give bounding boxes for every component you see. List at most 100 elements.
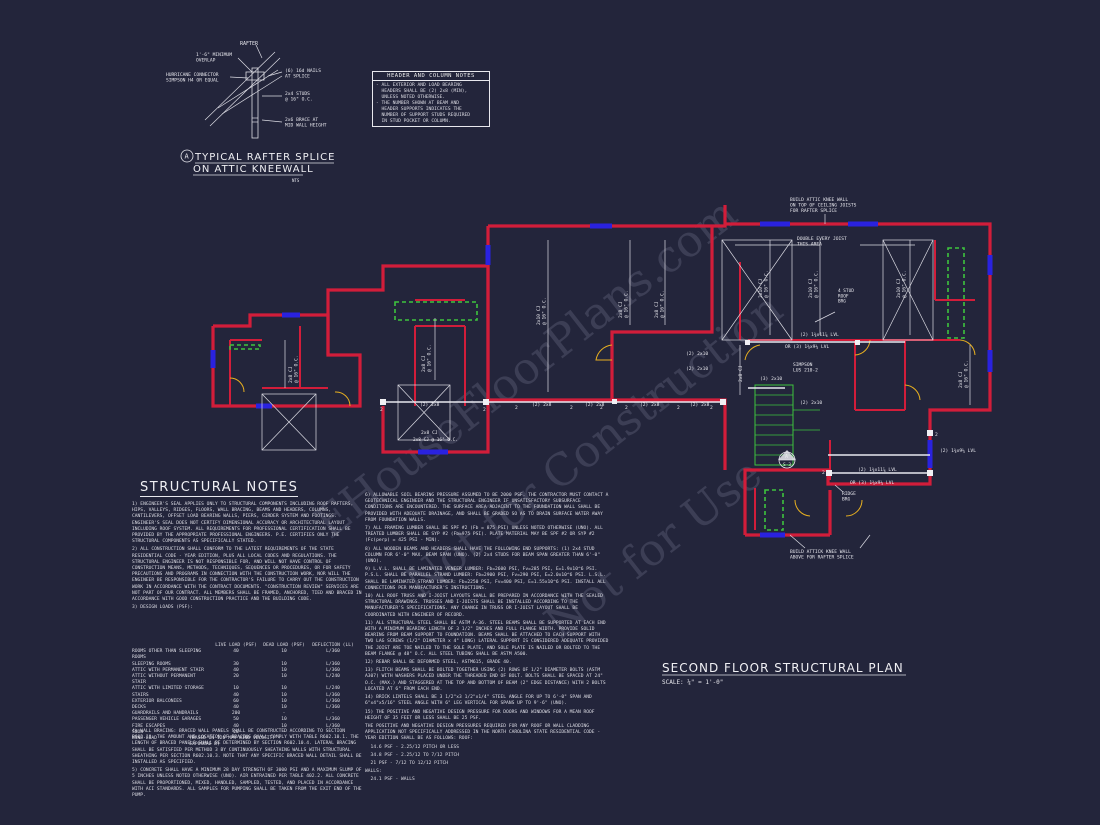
label-cj-4: 2x8 CJ@ 16" O.C. — [618, 290, 630, 318]
label-cj-2: 2x8 CJ@ 16" O.C. — [421, 344, 433, 372]
loads-header-cell: LIVE LOAD (PSF) — [215, 643, 257, 648]
loads-cell: 10 — [281, 667, 287, 673]
note-right-4: 10) ALL ROOF TRUSS AND I-JOIST LAYOUTS S… — [365, 594, 606, 618]
label-cj-6: 2x10 CJ@ 16" O.C. — [758, 270, 770, 298]
note-left-0: 1) ENGINEER'S SEAL APPLIES ONLY TO STRUC… — [132, 502, 357, 545]
loads-row: ATTIC WITHOUT PERMANENT STAIR 20 10 L/240 — [132, 674, 364, 686]
note-right-1: 7) ALL FRAMING LUMBER SHALL BE SPF #2 (F… — [365, 526, 606, 544]
loads-cell: WIND LOAD — [132, 736, 157, 742]
support-num-5: 2 — [600, 405, 603, 411]
section-sheet: S-3 — [783, 462, 791, 468]
loads-cell: - — [282, 711, 286, 717]
loads-cell: 10 — [281, 692, 287, 698]
label-cj-11b: 2x8 CJ @ 16" O.C. — [413, 437, 458, 443]
loads-row: WIND LOAD (BASED ON 120 MPH WIND VELOCITY… — [132, 736, 364, 748]
loads-cell: (BASED ON 120 MPH WIND VELOCITY + EXPOSU… — [189, 736, 281, 748]
design-loads-header: LIVE LOAD (PSF)DEAD LOAD (PSF)DEFLECTION… — [132, 643, 364, 649]
loads-cell: ATTIC WITH LIMITED STORAGE — [132, 686, 204, 692]
label-header-2x8-5: (2) 2x8 — [690, 402, 710, 408]
label-cj-10: 2x8 CJ — [738, 365, 744, 382]
loads-cell: 10 — [281, 661, 287, 667]
label-header-2x8-3: (2) 2x8 — [585, 402, 605, 408]
loads-cell: 10 — [281, 705, 287, 711]
loads-cell: L/360 — [326, 692, 340, 698]
note-right-14: WALLS: — [365, 769, 382, 775]
support-num-4: 2 — [570, 405, 573, 411]
rafter-label: RAFTER — [240, 41, 259, 47]
loads-cell: 10 — [281, 723, 287, 729]
loads-cell: - — [331, 729, 335, 735]
note-left-after-0: 4) WALL BRACING: BRACED WALL PANELS SHAL… — [132, 729, 365, 766]
note-right-9: 15) THE POSITIVE AND NEGATIVE DESIGN PRE… — [365, 709, 598, 721]
detail-callout: A — [185, 153, 190, 161]
loads-cell: L/360 — [326, 667, 340, 673]
loads-cell: 40 — [233, 723, 239, 729]
loads-cell: 40 — [233, 692, 239, 698]
structural-notes-left: 1) ENGINEER'S SEAL APPLIES ONLY TO STRUC… — [132, 502, 362, 613]
loads-cell: PASSENGER VEHICLE GARAGES — [132, 717, 202, 723]
plan-scale: SCALE: ¼" = 1'-0" — [662, 679, 723, 686]
note-right-0: 6) ALLOWABLE SOIL BEARING PRESSURE ASSUM… — [365, 493, 612, 523]
note-right-12: 34.8 PSF - 2.25/12 TO 7/12 PITCH — [365, 752, 460, 758]
label-cj-7: 2x10 CJ@ 16" O.C. — [808, 270, 820, 298]
studs-label: 2x4 STUDS@ 16" O.C. — [285, 91, 313, 103]
label-header-3-2x10: (3) 2x10 — [760, 376, 782, 382]
label-cj-3: 2x8 CJ@ 16" O.C. — [288, 355, 300, 383]
header-column-notes: HEADER AND COLUMN NOTES - ALL EXTERIOR A… — [372, 71, 490, 127]
loads-cell: 10 — [281, 674, 287, 680]
loads-cell: FIRE ESCAPES — [132, 723, 166, 729]
loads-cell: 20 — [233, 674, 239, 680]
label-header-2x8-1: (2) 2x8 — [420, 402, 440, 408]
detail-title-2: ON ATTIC KNEEWALL — [193, 164, 314, 175]
loads-header-cell: DEAD LOAD (PSF) — [263, 643, 305, 648]
note-left-2: 3) DESIGN LOADS (PSF): — [132, 605, 193, 611]
loads-cell: 200 — [231, 711, 241, 717]
loads-cell: L/240 — [326, 674, 340, 680]
note-right-15: 24.1 PSF - WALLS — [365, 777, 415, 783]
label-lvl-bottom-or: OR (3) 1¾x9¼ LVL — [850, 480, 894, 486]
note-right-8: 14) BRICK LINTELS SHALL BE 3 1/2"x3 1/2"… — [365, 695, 595, 707]
label-lvl-top: (2) 1¾x11⅞ LVL — [800, 331, 839, 338]
detail-title-1: TYPICAL RAFTER SPLICE — [194, 152, 335, 163]
note-right-2: 8) ALL WOODEN BEAMS AND HEADERS SHALL HA… — [365, 546, 603, 565]
loads-cell: L/360 — [326, 717, 340, 723]
loads-cell: 10 — [281, 686, 287, 692]
loads-cell: ATTIC WITHOUT PERMANENT STAIR — [132, 674, 196, 686]
note-right-5: 11) ALL STRUCTURAL STEEL SHALL BE ASTM A… — [365, 620, 612, 657]
header-notes-title: HEADER AND COLUMN NOTES — [373, 72, 489, 81]
label-cj-5: 2x8 CJ@ 16" O.C. — [654, 290, 666, 318]
note-left-1: 2) ALL CONSTRUCTION SHALL CONFORM TO THE… — [132, 547, 365, 603]
support-num-3: 2 — [515, 405, 518, 411]
loads-cell: L/360 — [326, 698, 340, 704]
support-num-10: 2 — [822, 470, 825, 476]
label-header-2x10-a: (2) 2x10 — [686, 351, 708, 357]
note-right-7: 13) FLITCH BEAMS SHALL BE BOLTED TOGETHE… — [365, 668, 609, 692]
note-left-after-1: 5) CONCRETE SHALL HAVE A MINIMUM 28 DAY … — [132, 768, 365, 799]
loads-cell: ROOMS OTHER THAN SLEEPING ROOMS — [132, 649, 202, 661]
loads-cell: DECKS — [132, 705, 146, 711]
design-loads-table: LIVE LOAD (PSF)DEAD LOAD (PSF)DEFLECTION… — [132, 643, 364, 748]
label-header-2x10-c: (2) 2x10 — [800, 400, 822, 406]
support-num-8: 2 — [710, 405, 713, 411]
label-cj-1: 2x10 CJ@ 16" O.C. — [536, 297, 548, 325]
loads-cell: 20 — [233, 729, 239, 735]
loads-cell: ATTIC WITH PERMANENT STAIR — [132, 667, 204, 673]
label-lvl-bottom: (2) 1¾x11⅞ LVL — [858, 466, 897, 473]
